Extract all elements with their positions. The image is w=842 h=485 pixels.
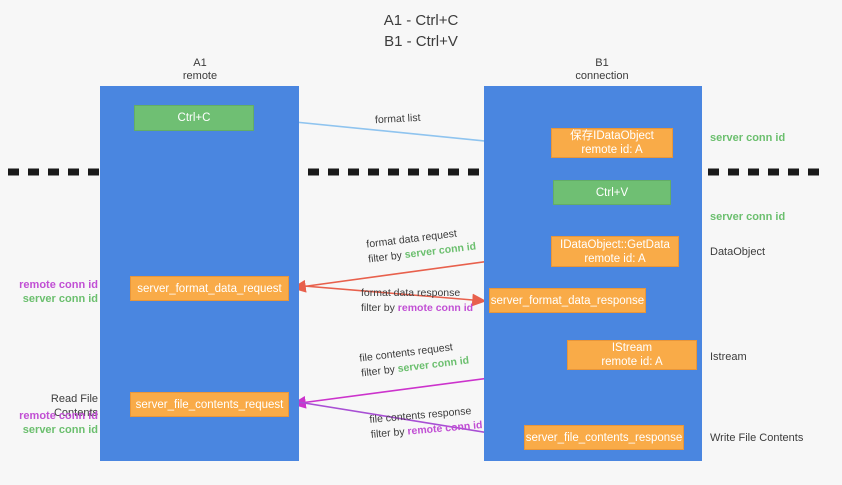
caption-filter-prefix: filter by <box>367 249 406 266</box>
box-server-format-data-response[interactable]: server_format_data_response <box>489 288 646 313</box>
caption-format-list: format list <box>375 111 421 128</box>
caption-format-data-response: format data response filter by remote co… <box>361 286 473 316</box>
label-server-conn-id-upper: server conn id <box>22 293 98 305</box>
caption-format-list-text: format list <box>374 111 421 127</box>
label-server-conn-id-lower: server conn id <box>22 424 98 436</box>
title-line-1: A1 - Ctrl+C <box>383 12 459 29</box>
caption-filter-prefix: filter by <box>360 363 399 380</box>
box-server-format-data-request[interactable]: server_format_data_request <box>130 276 289 301</box>
box-ctrl-c-label: Ctrl+C <box>177 112 211 124</box>
box-server-file-contents-request-label: server_file_contents_request <box>135 398 284 411</box>
box-istream-line1: IStream <box>611 342 653 354</box>
box-ctrl-v[interactable]: Ctrl+V <box>553 180 671 205</box>
column-header-b1: B1 connection <box>512 57 692 83</box>
box-server-file-contents-response[interactable]: server_file_contents_response <box>524 425 684 450</box>
box-istream-line2: remote id: A <box>601 356 663 368</box>
column-header-b1-sub: connection <box>575 70 629 82</box>
label-server-conn-id-mid: server conn id <box>710 211 786 223</box>
label-write-file-contents: Write File Contents <box>710 432 804 444</box>
label-server-conn-id-top: server conn id <box>710 132 786 144</box>
column-header-a1-sub: remote <box>182 70 218 82</box>
caption-format-data-response-filter: filter by remote conn id <box>361 301 473 316</box>
label-remote-conn-id-lower: remote conn id <box>19 410 98 422</box>
box-ctrl-c[interactable]: Ctrl+C <box>134 105 254 131</box>
box-idataobject-getdata-line2: remote id: A <box>584 252 646 265</box>
box-ctrl-v-label: Ctrl+V <box>595 186 629 199</box>
label-conn-ids-upper: remote conn id server conn id <box>8 278 98 306</box>
caption-format-data-response-text: format data response <box>361 287 461 299</box>
column-header-a1: A1 remote <box>110 57 290 83</box>
arrow-format-data-response <box>291 284 487 307</box>
arrow-file-contents-response <box>291 400 522 443</box>
box-server-file-contents-request[interactable]: server_file_contents_request <box>130 392 289 417</box>
title-line-2: B1 - Ctrl+V <box>384 33 458 50</box>
caption-filter-prefix: filter by <box>361 302 398 314</box>
box-idataobject-getdata-line1: IDataObject::GetData <box>560 238 670 251</box>
box-server-format-data-response-label: server_format_data_response <box>490 294 645 307</box>
label-remote-conn-id-upper: remote conn id <box>19 279 98 291</box>
box-server-file-contents-response-label: server_file_contents_response <box>525 431 683 444</box>
page-title: A1 - Ctrl+C B1 - Ctrl+V <box>0 10 842 52</box>
box-server-format-data-request-label: server_format_data_request <box>137 282 282 295</box>
box-save-idataobject[interactable]: 保存IDataObject remote id: A <box>551 128 673 158</box>
label-read-file-contents: Read File Contents <box>50 393 98 419</box>
box-istream[interactable]: IStream remote id: A <box>567 340 697 370</box>
box-idataobject-getdata[interactable]: IDataObject::GetData remote id: A <box>551 236 679 267</box>
caption-filter-prefix: filter by <box>370 425 408 441</box>
box-save-idataobject-line2: remote id: A <box>581 144 643 156</box>
label-dataobject: DataObject <box>710 246 766 258</box>
caption-filter-value-remote-conn-id: remote conn id <box>397 302 474 314</box>
label-conn-ids-lower: remote conn id server conn id <box>8 409 98 437</box>
column-header-a1-name: A1 <box>193 57 207 69</box>
column-header-b1-name: B1 <box>595 57 609 69</box>
box-save-idataobject-line1: 保存IDataObject <box>570 130 654 142</box>
label-istream: Istream <box>710 351 747 363</box>
